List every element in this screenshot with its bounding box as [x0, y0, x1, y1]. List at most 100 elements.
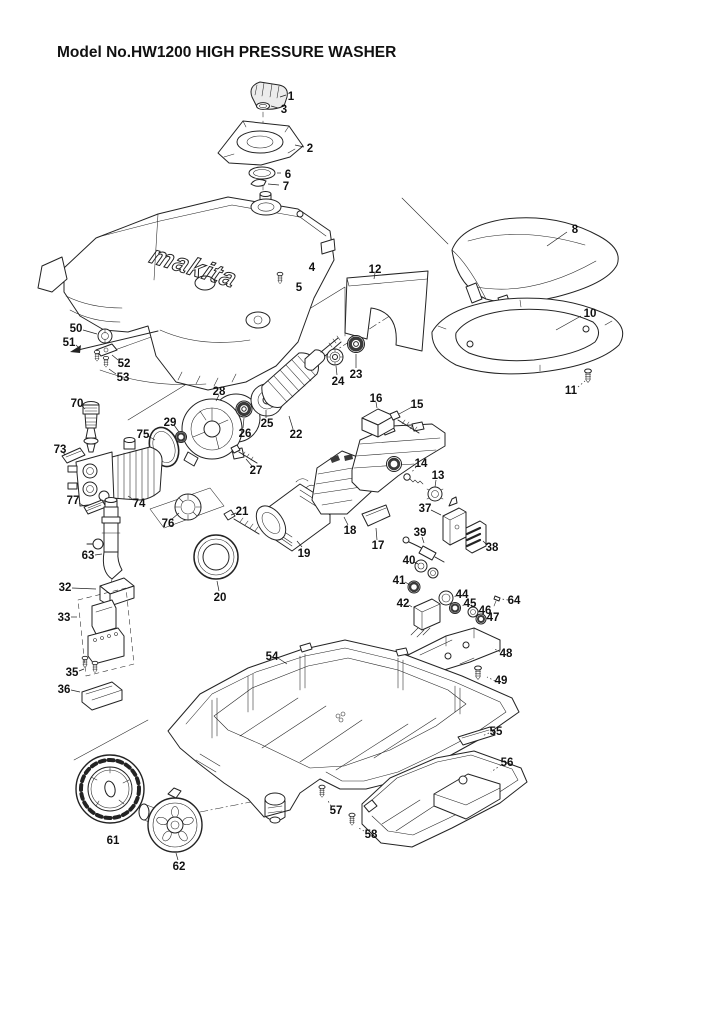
- part-label-4: 4: [309, 262, 316, 274]
- leader-line-46: [476, 610, 480, 613]
- part-label-21: 21: [236, 506, 249, 518]
- part-label-25: 25: [261, 418, 274, 430]
- handle-cover-part-8: [451, 217, 619, 311]
- leader-line-15: [398, 406, 413, 415]
- part-label-12: 12: [369, 264, 382, 276]
- page-title: Model No.HW1200 HIGH PRESSURE WASHER: [57, 44, 396, 61]
- screw-part-27: [230, 444, 258, 464]
- bottom-cover-part-56: [361, 750, 528, 848]
- part-label-46: 46: [479, 605, 492, 617]
- leader-line-17: [375, 527, 378, 541]
- main-cover: makita: [37, 191, 336, 391]
- leader-line-32: [71, 587, 97, 590]
- leader-line-27: [245, 458, 253, 467]
- leader-line-11: [577, 380, 586, 388]
- axle-boss: [264, 792, 286, 824]
- leader-line-10: [555, 315, 582, 331]
- part-label-5: 5: [296, 282, 303, 294]
- connector-part-44: [438, 590, 454, 606]
- part-label-26: 26: [239, 428, 252, 440]
- leader-line-57: [326, 798, 332, 807]
- part-label-47: 47: [487, 612, 500, 624]
- leader-line-2: [294, 144, 305, 148]
- part-label-51: 51: [63, 337, 76, 349]
- part-label-44: 44: [456, 589, 469, 601]
- leader-line-8: [546, 231, 568, 247]
- leader-line-70: [80, 404, 86, 410]
- knob-part-50: [97, 328, 113, 344]
- leader-line-35: [78, 668, 85, 672]
- cap-cover-part-2: [217, 120, 304, 166]
- connector-part-40: [414, 559, 439, 579]
- fitting-part-73: [61, 447, 86, 464]
- leader-line-7: [267, 183, 280, 186]
- leader-line-39: [421, 536, 425, 544]
- pump-part-74: [67, 437, 163, 533]
- leader-line-77: [78, 502, 85, 507]
- leader-line-52: [111, 354, 119, 361]
- part-label-2: 2: [307, 143, 313, 155]
- leader-line-63: [94, 553, 103, 556]
- plate-part-48: [407, 627, 501, 671]
- screw-part-49: [474, 665, 482, 680]
- screw-part-15: [389, 410, 420, 434]
- part-label-62: 62: [173, 861, 186, 873]
- part-label-10: 10: [584, 308, 597, 320]
- part-label-56: 56: [501, 757, 514, 769]
- part-label-77: 77: [67, 495, 80, 507]
- leader-line-41: [404, 581, 411, 586]
- nut-part-13: [426, 486, 444, 502]
- screw-part-58: [348, 812, 356, 826]
- part-labels: 1234567810111213141516171819202122232425…: [54, 91, 597, 873]
- relay-part-42: [410, 598, 441, 638]
- leader-line-64: [501, 598, 509, 601]
- leader-line-47: [484, 617, 488, 620]
- screw-part-21: [223, 509, 260, 535]
- screw-part-64: [493, 595, 501, 607]
- spring-part-14: [403, 473, 424, 485]
- cable-part-39: [402, 536, 445, 563]
- leader-line-28: [215, 394, 220, 402]
- leader-line-13: [434, 479, 437, 488]
- armature-part-22: [250, 335, 342, 417]
- leader-line-22: [288, 415, 294, 430]
- part-label-57: 57: [330, 805, 343, 817]
- part-label-11: 11: [565, 385, 578, 397]
- part-label-73: 73: [54, 444, 67, 456]
- connector-part-41: [407, 580, 421, 594]
- part-label-63: 63: [82, 550, 95, 562]
- terminal-block-part-38: [465, 520, 487, 554]
- washer-part-24: [326, 348, 344, 366]
- part-label-33: 33: [58, 612, 71, 624]
- leader-line-73: [62, 451, 66, 456]
- o-ring-part-3: [256, 102, 270, 110]
- leader-line-3: [270, 105, 279, 109]
- part-label-39: 39: [414, 527, 427, 539]
- sticker-part-55: [457, 726, 496, 746]
- assembly-box-part-33: [77, 587, 135, 677]
- part-label-14: 14: [415, 458, 428, 470]
- tube-part-63: [86, 497, 123, 593]
- part-label-37: 37: [419, 503, 432, 515]
- part-label-74: 74: [133, 498, 146, 510]
- part-label-29: 29: [164, 417, 177, 429]
- leader-line-50: [82, 329, 98, 335]
- leader-line-1: [279, 94, 287, 98]
- leader-line-76: [171, 512, 180, 520]
- part-label-36: 36: [58, 684, 71, 696]
- leader-line-51: [75, 344, 80, 349]
- part-label-45: 45: [464, 598, 477, 610]
- part-label-28: 28: [213, 386, 226, 398]
- connector-part-46: [467, 606, 479, 618]
- leader-line-54: [277, 657, 288, 665]
- part-label-7: 7: [283, 181, 289, 193]
- part-label-53: 53: [117, 372, 130, 384]
- leader-line-24: [335, 365, 338, 376]
- wheel-part-61: [75, 754, 145, 824]
- screw-part-57: [318, 784, 326, 798]
- leader-line-49: [486, 676, 496, 682]
- leader-line-12: [373, 272, 376, 280]
- part-label-38: 38: [486, 542, 499, 554]
- leader-line-45: [459, 604, 465, 607]
- pump-cover-part-76: [149, 487, 225, 529]
